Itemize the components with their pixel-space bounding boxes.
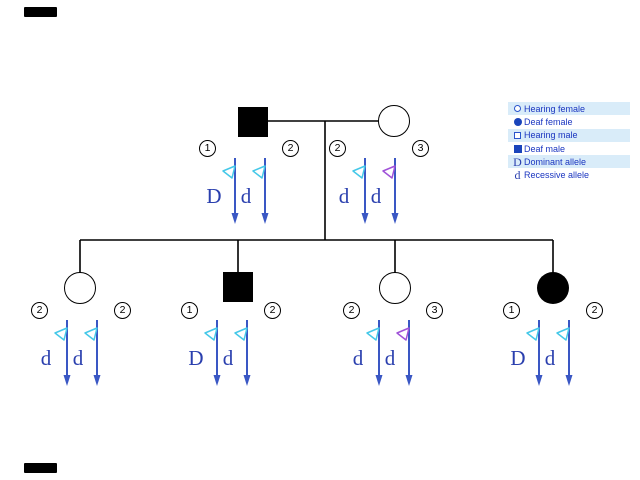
hearing-male-icon: [511, 131, 524, 139]
chromosome-icon: [222, 158, 239, 224]
child4-symbol-deaf-female: [537, 272, 569, 304]
child1-symbol-hearing-female: [64, 272, 96, 304]
chromosome-icon: [526, 320, 543, 386]
chromosome-icon: [84, 320, 101, 386]
allele-label: d: [338, 184, 350, 208]
chromosome-number-badge: 2: [329, 140, 346, 157]
legend-label: Hearing female: [524, 103, 586, 114]
chromosome-icon: [234, 320, 251, 386]
allele-label: D: [206, 184, 222, 208]
recessive-allele-glyph: d: [514, 168, 521, 183]
allele-flag-icon: [84, 327, 98, 341]
chromosome-icon: [54, 320, 71, 386]
child1-chromosome-pair: 2 2 d d: [29, 302, 133, 406]
allele-flag-icon: [382, 165, 396, 179]
legend-row-hearing-female: Hearing female: [508, 102, 630, 116]
mother-symbol-hearing-female: [378, 105, 410, 137]
father-chromosome-pair: 1 2 D d: [197, 140, 301, 244]
allele-flag-icon: [526, 327, 540, 341]
chromosome-number-badge: 2: [31, 302, 48, 319]
chromosome-icon: [252, 158, 269, 224]
chromosome-number-badge: 1: [503, 302, 520, 319]
child3-chromosome-pair: 2 3 d d: [341, 302, 445, 406]
legend-label: Deaf female: [524, 116, 573, 127]
allele-flag-icon: [222, 165, 236, 179]
allele-flag-icon: [252, 165, 266, 179]
child3-symbol-hearing-female: [379, 272, 411, 304]
chromosome-number-badge: 1: [181, 302, 198, 319]
chromosome-icon: [396, 320, 413, 386]
legend-row-deaf-male: Deaf male: [508, 142, 630, 155]
legend-label: Dominant allele: [524, 156, 587, 167]
hearing-female-icon: [511, 105, 524, 113]
chromosome-icon: [556, 320, 573, 386]
chromosome-icon: [352, 158, 369, 224]
legend-label: Deaf male: [524, 143, 566, 154]
letterbox-mark-top: [24, 7, 57, 17]
allele-label: d: [72, 346, 84, 370]
legend-row-recessive-allele: d Recessive allele: [508, 168, 630, 181]
chromosome-icon: [204, 320, 221, 386]
chromosome-number-badge: 2: [264, 302, 281, 319]
allele-label: d: [240, 184, 252, 208]
child4-chromosome-pair: 1 2 D d: [501, 302, 605, 406]
legend-row-dominant-allele: D Dominant allele: [508, 154, 630, 169]
child2-chromosome-pair: 1 2 D d: [179, 302, 283, 406]
chromosome-number-badge: 2: [343, 302, 360, 319]
chromosome-number-badge: 1: [199, 140, 216, 157]
legend-label: Recessive allele: [524, 170, 590, 181]
allele-flag-icon: [54, 327, 68, 341]
allele-label: d: [544, 346, 556, 370]
chromosome-icon: [366, 320, 383, 386]
mother-chromosome-pair: 2 3 d d: [327, 140, 431, 244]
chromosome-number-badge: 3: [426, 302, 443, 319]
allele-flag-icon: [366, 327, 380, 341]
allele-label: d: [222, 346, 234, 370]
chromosome-number-badge: 3: [412, 140, 429, 157]
chromosome-number-badge: 2: [114, 302, 131, 319]
letterbox-mark-bottom: [24, 463, 57, 473]
legend-row-hearing-male: Hearing male: [508, 128, 630, 142]
allele-label: d: [370, 184, 382, 208]
father-symbol-deaf-male: [238, 107, 268, 137]
allele-flag-icon: [234, 327, 248, 341]
chromosome-number-badge: 2: [282, 140, 299, 157]
chromosome-icon: [382, 158, 399, 224]
dominant-allele-glyph: D: [513, 154, 522, 169]
allele-label: d: [352, 346, 364, 370]
legend: Hearing female Deaf female Hearing male …: [508, 102, 630, 182]
child2-symbol-deaf-male: [223, 272, 253, 302]
chromosome-number-badge: 2: [586, 302, 603, 319]
allele-label: D: [510, 346, 526, 370]
deaf-female-icon: [511, 117, 524, 126]
legend-row-deaf-female: Deaf female: [508, 115, 630, 128]
allele-label: D: [188, 346, 204, 370]
legend-label: Hearing male: [524, 130, 578, 141]
allele-label: d: [384, 346, 396, 370]
deaf-male-icon: [511, 144, 524, 153]
allele-label: d: [40, 346, 52, 370]
allele-flag-icon: [556, 327, 570, 341]
allele-flag-icon: [352, 165, 366, 179]
allele-flag-icon: [204, 327, 218, 341]
allele-flag-icon: [396, 327, 410, 341]
